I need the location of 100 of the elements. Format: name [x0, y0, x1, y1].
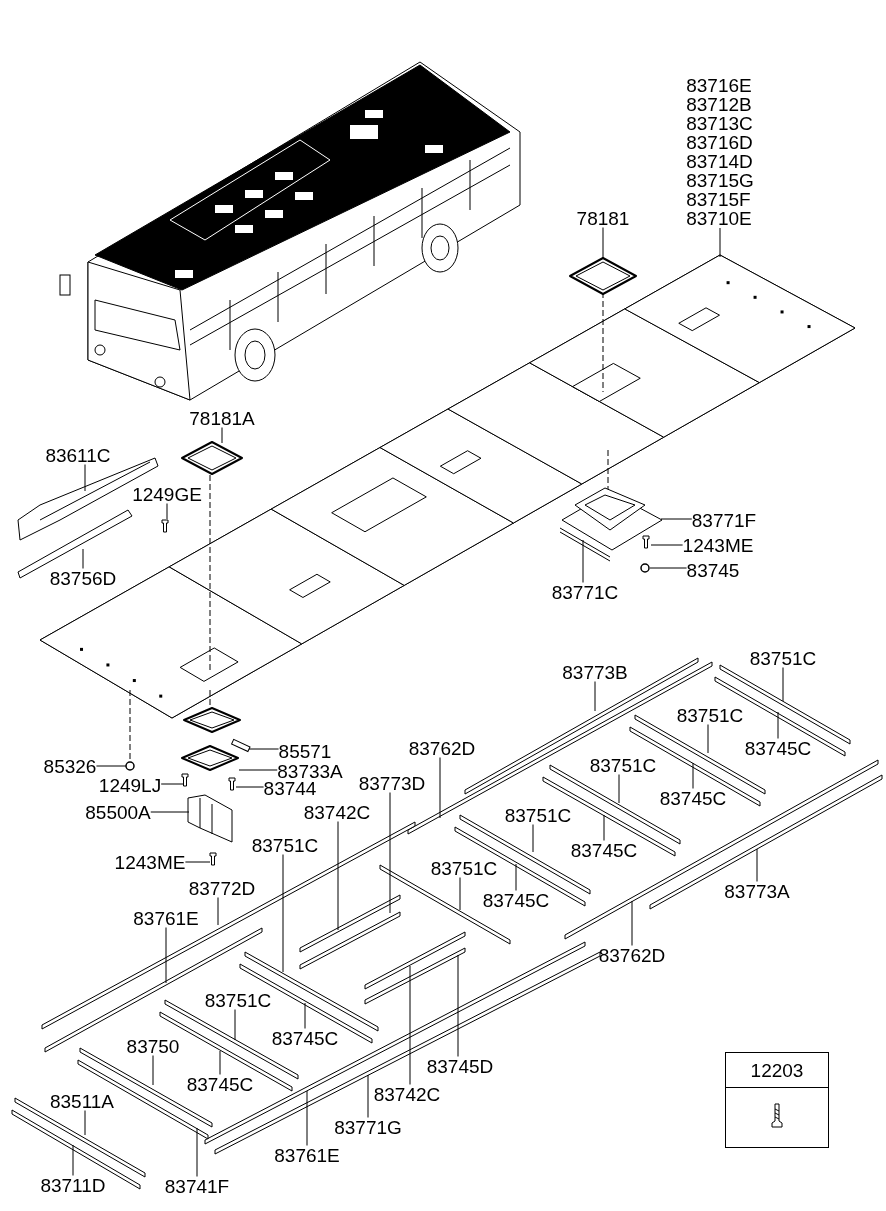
- leader-line: [582, 539, 584, 583]
- leader-line: [152, 1055, 154, 1086]
- leader-line: [603, 814, 605, 841]
- leader-line: [95, 765, 127, 767]
- part-number: 85500A: [85, 802, 151, 822]
- part-number: 83751C: [589, 755, 657, 775]
- part-number: 83714D: [686, 152, 754, 171]
- part-number: 1243ME: [682, 535, 754, 555]
- part-number: 83745D: [426, 1056, 494, 1076]
- leader-line: [72, 1144, 74, 1176]
- leader-line: [234, 1009, 236, 1041]
- part-number: 83750: [126, 1036, 180, 1056]
- leader-line: [282, 854, 284, 973]
- part-number: 83762D: [408, 738, 476, 758]
- leader-line: [777, 711, 779, 739]
- leader-line: [184, 861, 211, 863]
- leader-line: [150, 811, 190, 813]
- part-number: 83761E: [133, 908, 199, 928]
- part-number: 83762D: [598, 945, 666, 965]
- leader-line: [196, 1127, 198, 1177]
- part-number: 83751C: [204, 990, 272, 1010]
- leader-line: [248, 748, 280, 750]
- part-number: 83711D: [40, 1175, 106, 1195]
- part-number: 83710E: [686, 209, 753, 228]
- part-number: 83715F: [686, 190, 752, 209]
- leader-line: [221, 427, 223, 444]
- leader-line: [304, 1002, 306, 1029]
- leader-line: [459, 877, 461, 911]
- part-number: 83756D: [49, 568, 117, 588]
- part-number: 83761E: [274, 1145, 340, 1165]
- part-number: 83745C: [744, 738, 812, 758]
- leader-line: [631, 900, 633, 946]
- part-number: 83773A: [724, 881, 790, 901]
- part-number: 83745C: [482, 890, 550, 910]
- leader-line: [756, 848, 758, 882]
- part-number: 1249LJ: [98, 775, 162, 795]
- part-number: 83772D: [188, 878, 256, 898]
- part-number: 83771G: [334, 1117, 402, 1137]
- leader-line: [84, 1110, 86, 1136]
- part-number: 78181: [576, 208, 630, 228]
- part-number: 85326: [43, 756, 97, 776]
- part-number: 83745C: [271, 1028, 339, 1048]
- leader-line: [782, 667, 784, 702]
- part-number: 1243ME: [114, 852, 186, 872]
- part-number: 78181A: [189, 408, 255, 428]
- part-number: 83712B: [686, 95, 753, 114]
- leader-line: [238, 769, 278, 771]
- part-number: 83742C: [303, 802, 371, 822]
- leader-line: [719, 227, 721, 258]
- part-number: 83745: [686, 560, 740, 580]
- leader-line: [165, 927, 167, 984]
- part-number: 83751C: [749, 648, 817, 668]
- part-number: 83745C: [186, 1074, 254, 1094]
- leader-line: [84, 464, 86, 492]
- leader-line: [235, 786, 265, 788]
- leader-line: [389, 792, 391, 914]
- part-number: 83713C: [686, 114, 754, 133]
- leader-line: [618, 774, 620, 804]
- leader-line: [166, 503, 168, 520]
- part-number: 83742C: [373, 1084, 441, 1104]
- leader-line: [532, 824, 534, 853]
- part-number: 83745C: [659, 788, 727, 808]
- part-number: 83771C: [551, 582, 619, 602]
- leader-line: [82, 548, 84, 569]
- leader-line: [367, 1074, 369, 1118]
- part-number: 83511A: [49, 1091, 115, 1111]
- part-number: 83751C: [251, 835, 319, 855]
- part-number: 83773B: [562, 662, 628, 682]
- part-number: 83773D: [358, 773, 426, 793]
- part-number: 83751C: [676, 705, 744, 725]
- leader-line: [217, 897, 219, 926]
- leader-line: [707, 724, 709, 754]
- part-number: 83744: [263, 778, 317, 798]
- part-number: 83716D: [686, 133, 754, 152]
- leader-line: [337, 821, 339, 931]
- leader-line: [602, 227, 604, 260]
- part-number: 85571: [278, 741, 332, 761]
- leader-line: [457, 954, 459, 1057]
- part-number: 83751C: [504, 805, 572, 825]
- leader-line: [409, 965, 411, 1085]
- leader-line: [515, 863, 517, 891]
- leader-line: [649, 567, 688, 569]
- part-number: 83716E: [686, 76, 753, 95]
- part-number: 83745C: [570, 840, 638, 860]
- part-number: 83715G: [686, 171, 754, 190]
- part-number: 83611C: [45, 445, 111, 465]
- leader-line: [219, 1050, 221, 1075]
- part-number: 83733A: [277, 761, 343, 781]
- leader-line: [692, 762, 694, 789]
- leader-line: [160, 783, 184, 785]
- part-number: 83751C: [430, 858, 498, 878]
- leader-line: [306, 1090, 308, 1146]
- part-number: 83771F: [691, 510, 757, 530]
- leader-line: [439, 757, 441, 819]
- leader-line: [660, 518, 693, 520]
- part-number: 83741F: [164, 1176, 230, 1196]
- leader-line: [594, 681, 596, 712]
- part-number: 12203: [749, 1061, 805, 1080]
- part-number: 1249GE: [132, 484, 202, 504]
- leader-line: [650, 544, 684, 546]
